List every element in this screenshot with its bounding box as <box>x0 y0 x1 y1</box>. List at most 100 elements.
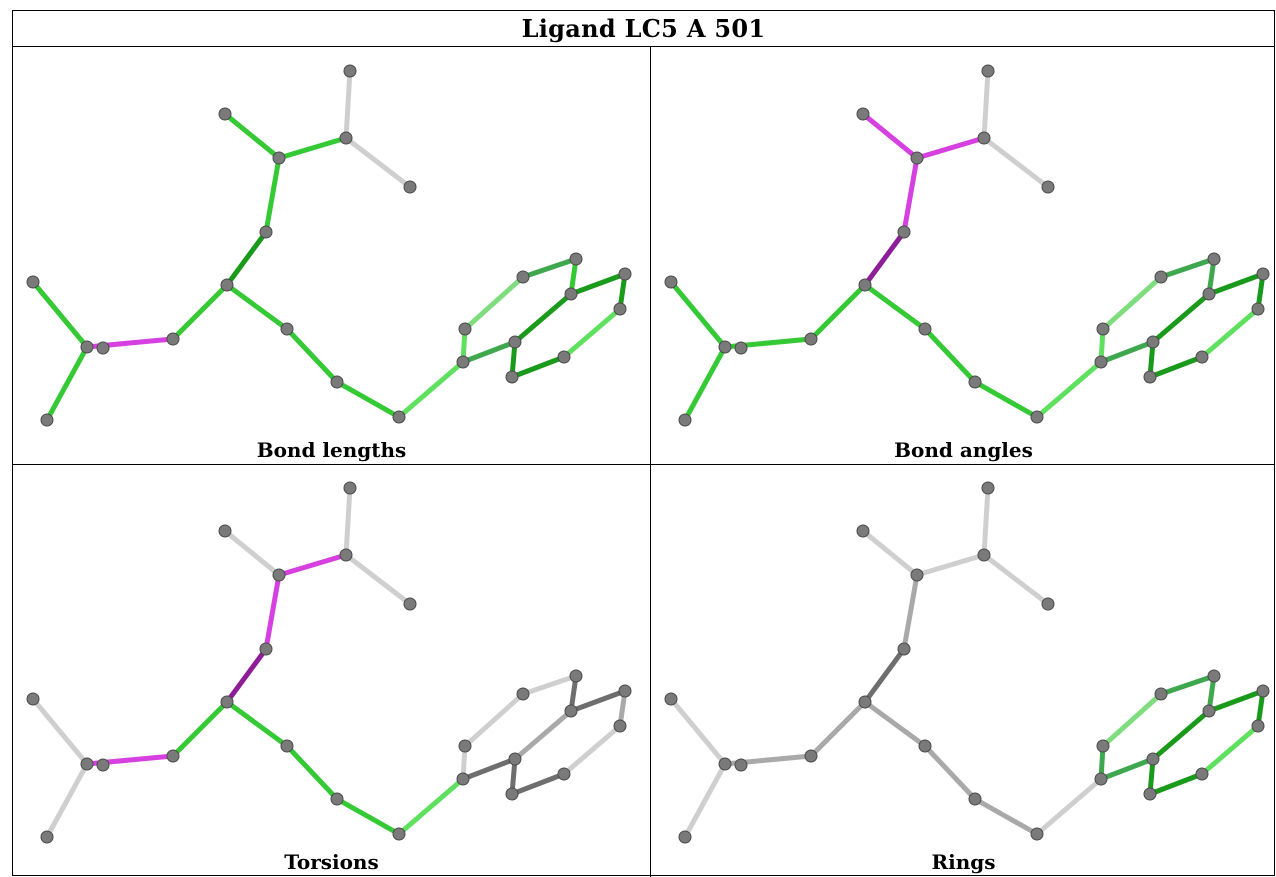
bond <box>561 723 623 777</box>
atom <box>1030 827 1044 841</box>
bond <box>520 673 579 697</box>
bond <box>561 306 623 360</box>
atom <box>40 830 54 844</box>
bond <box>343 135 413 190</box>
atom <box>910 151 924 165</box>
atom <box>1256 267 1270 281</box>
atom <box>1143 370 1157 384</box>
atom <box>858 278 872 292</box>
caption-rings: Rings <box>931 850 996 874</box>
atom <box>1195 767 1209 781</box>
panel-rings: Rings <box>651 465 1276 877</box>
bond <box>668 279 728 350</box>
bond <box>1150 291 1212 345</box>
bond <box>914 135 987 161</box>
atom <box>804 332 818 346</box>
bond <box>862 282 928 332</box>
atom <box>678 830 692 844</box>
bond <box>170 699 230 759</box>
bond <box>1147 354 1205 380</box>
bond <box>263 155 282 235</box>
atom <box>1202 287 1216 301</box>
atom <box>1251 302 1265 316</box>
atom <box>403 597 417 611</box>
bond <box>901 155 920 235</box>
atom <box>1041 597 1055 611</box>
bond <box>972 379 1040 420</box>
bond <box>396 359 466 420</box>
bond <box>862 699 928 749</box>
bond <box>1100 274 1164 332</box>
atom <box>557 767 571 781</box>
atom <box>664 275 678 289</box>
atom <box>1096 322 1110 336</box>
caption-bond-lengths: Bond lengths <box>256 438 407 462</box>
atom <box>166 749 180 763</box>
bond <box>460 339 518 365</box>
bond <box>981 485 991 558</box>
atom <box>856 524 870 538</box>
atom <box>1154 270 1168 284</box>
bond <box>1158 256 1217 280</box>
bond <box>981 68 991 141</box>
atom <box>918 739 932 753</box>
atom <box>259 642 273 656</box>
bond <box>509 354 567 380</box>
bond <box>1147 771 1205 797</box>
panel-bond-angles: Bond angles <box>651 48 1276 464</box>
bond <box>520 256 579 280</box>
atom <box>96 758 110 772</box>
atom <box>343 481 357 495</box>
bond <box>284 743 340 802</box>
bond <box>860 528 920 578</box>
bond <box>668 696 728 767</box>
bond <box>682 761 728 840</box>
bond <box>222 528 282 578</box>
atom <box>508 335 522 349</box>
atom <box>1154 687 1168 701</box>
bond <box>981 135 1051 190</box>
atom <box>564 704 578 718</box>
atom <box>280 322 294 336</box>
atom <box>505 370 519 384</box>
atom <box>1146 335 1160 349</box>
atom <box>80 757 94 771</box>
bond <box>860 111 920 161</box>
bond <box>1034 359 1104 420</box>
bond <box>276 135 349 161</box>
atom <box>458 739 472 753</box>
bond <box>568 688 628 714</box>
bond <box>276 552 349 578</box>
atom <box>218 524 232 538</box>
atom <box>280 739 294 753</box>
bond <box>1150 708 1212 762</box>
atom <box>392 410 406 424</box>
atom <box>508 752 522 766</box>
atom <box>458 322 472 336</box>
atom <box>392 827 406 841</box>
atom <box>403 180 417 194</box>
atom <box>343 64 357 78</box>
atom <box>968 375 982 389</box>
atom <box>339 131 353 145</box>
bond <box>224 699 290 749</box>
atom <box>977 548 991 562</box>
atom <box>96 341 110 355</box>
atom <box>220 278 234 292</box>
bond <box>462 274 526 332</box>
atom <box>330 792 344 806</box>
column-divider <box>650 47 651 877</box>
atom <box>218 107 232 121</box>
atom <box>1094 772 1108 786</box>
atom <box>569 252 583 266</box>
atom <box>516 687 530 701</box>
bond <box>222 111 282 161</box>
atom <box>618 684 632 698</box>
bond <box>396 776 466 837</box>
bond <box>862 646 907 705</box>
atom <box>166 332 180 346</box>
atom <box>718 340 732 354</box>
bond <box>1098 756 1156 782</box>
atom <box>259 225 273 239</box>
bond <box>30 279 90 350</box>
